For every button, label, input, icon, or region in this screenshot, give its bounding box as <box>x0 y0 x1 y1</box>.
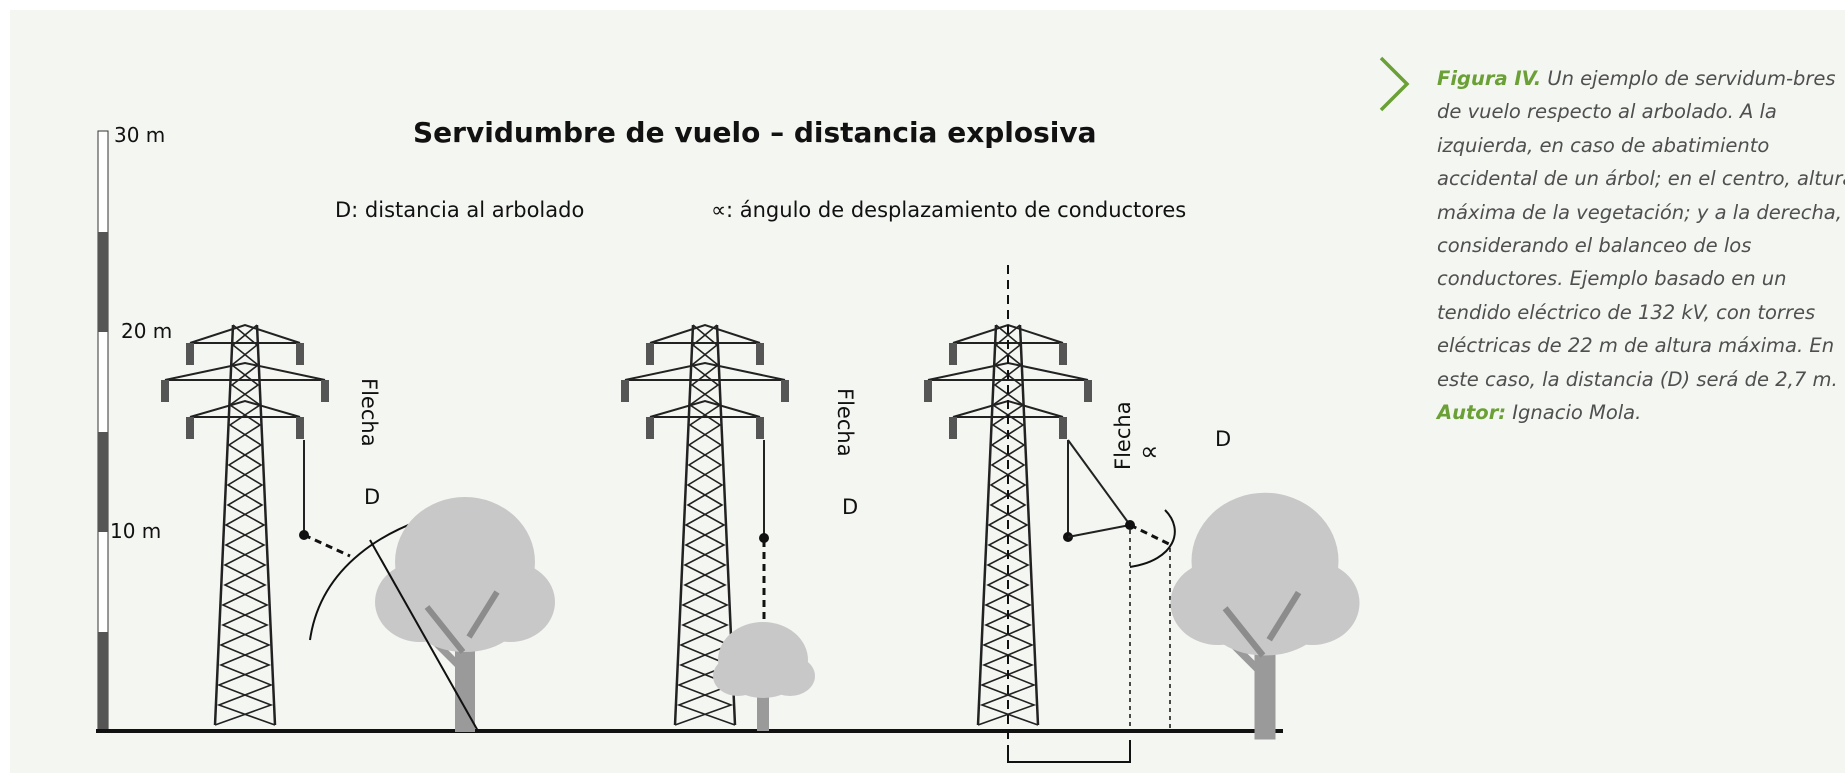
tree-center <box>713 622 815 731</box>
height-scale-bar <box>97 130 109 732</box>
distance-label-left: D <box>364 485 380 509</box>
legend-distance: D: distancia al arbolado <box>335 198 584 222</box>
distance-label-center: D <box>842 495 858 519</box>
caption-figure-label: Figura IV. <box>1437 67 1542 90</box>
caption-text: Un ejemplo de servidum-bres de vuelo res… <box>1437 67 1845 391</box>
diagram-title: Servidumbre de vuelo – distancia explosi… <box>413 116 1097 149</box>
caption-author-label: Autor: <box>1437 401 1507 425</box>
scale-label-20m: 20 m <box>121 319 172 343</box>
chevron-right-icon <box>1379 56 1410 112</box>
distance-label-right: D <box>1215 427 1231 451</box>
sag-label-center: Flecha <box>833 388 857 457</box>
sag-label-right: Flecha <box>1111 401 1135 470</box>
legend-angle: ∝: ángulo de desplazamiento de conductor… <box>711 198 1186 222</box>
scale-label-30m: 30 m <box>114 123 165 147</box>
tree-left <box>375 497 555 732</box>
tree-right <box>1171 493 1360 740</box>
caption-author-name: Ignacio Mola. <box>1506 401 1642 425</box>
scale-label-10m: 10 m <box>110 519 161 543</box>
figure-caption: Figura IV. Un ejemplo de servidum-bres d… <box>1437 62 1845 429</box>
angle-symbol: ∝ <box>1140 437 1159 467</box>
sag-label-left: Flecha <box>357 378 381 447</box>
